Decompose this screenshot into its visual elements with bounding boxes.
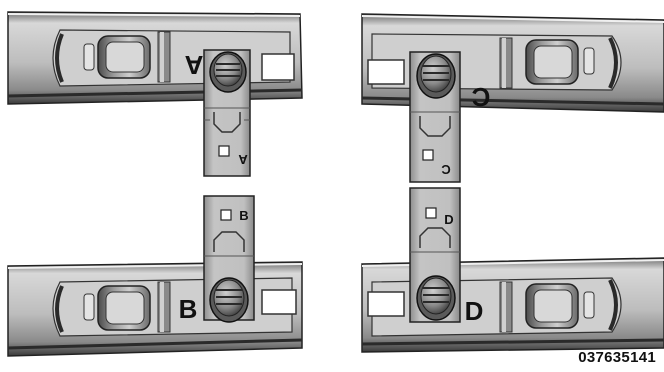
clip-d-label: D xyxy=(444,212,453,227)
rail-c-letter: C xyxy=(471,82,490,112)
clip-b-label: B xyxy=(239,208,248,223)
rail-a-letter: A xyxy=(184,50,203,80)
clip-c-label: C xyxy=(441,162,451,177)
rail-d xyxy=(362,188,664,352)
clip-a-label: A xyxy=(238,152,248,167)
rail-d-letter: D xyxy=(465,296,484,326)
figure-number: 037635141 xyxy=(578,349,656,366)
rail-c xyxy=(362,14,664,182)
rail-b-letter: B xyxy=(179,294,198,324)
rail-a xyxy=(8,12,302,176)
rail-b xyxy=(8,196,302,356)
